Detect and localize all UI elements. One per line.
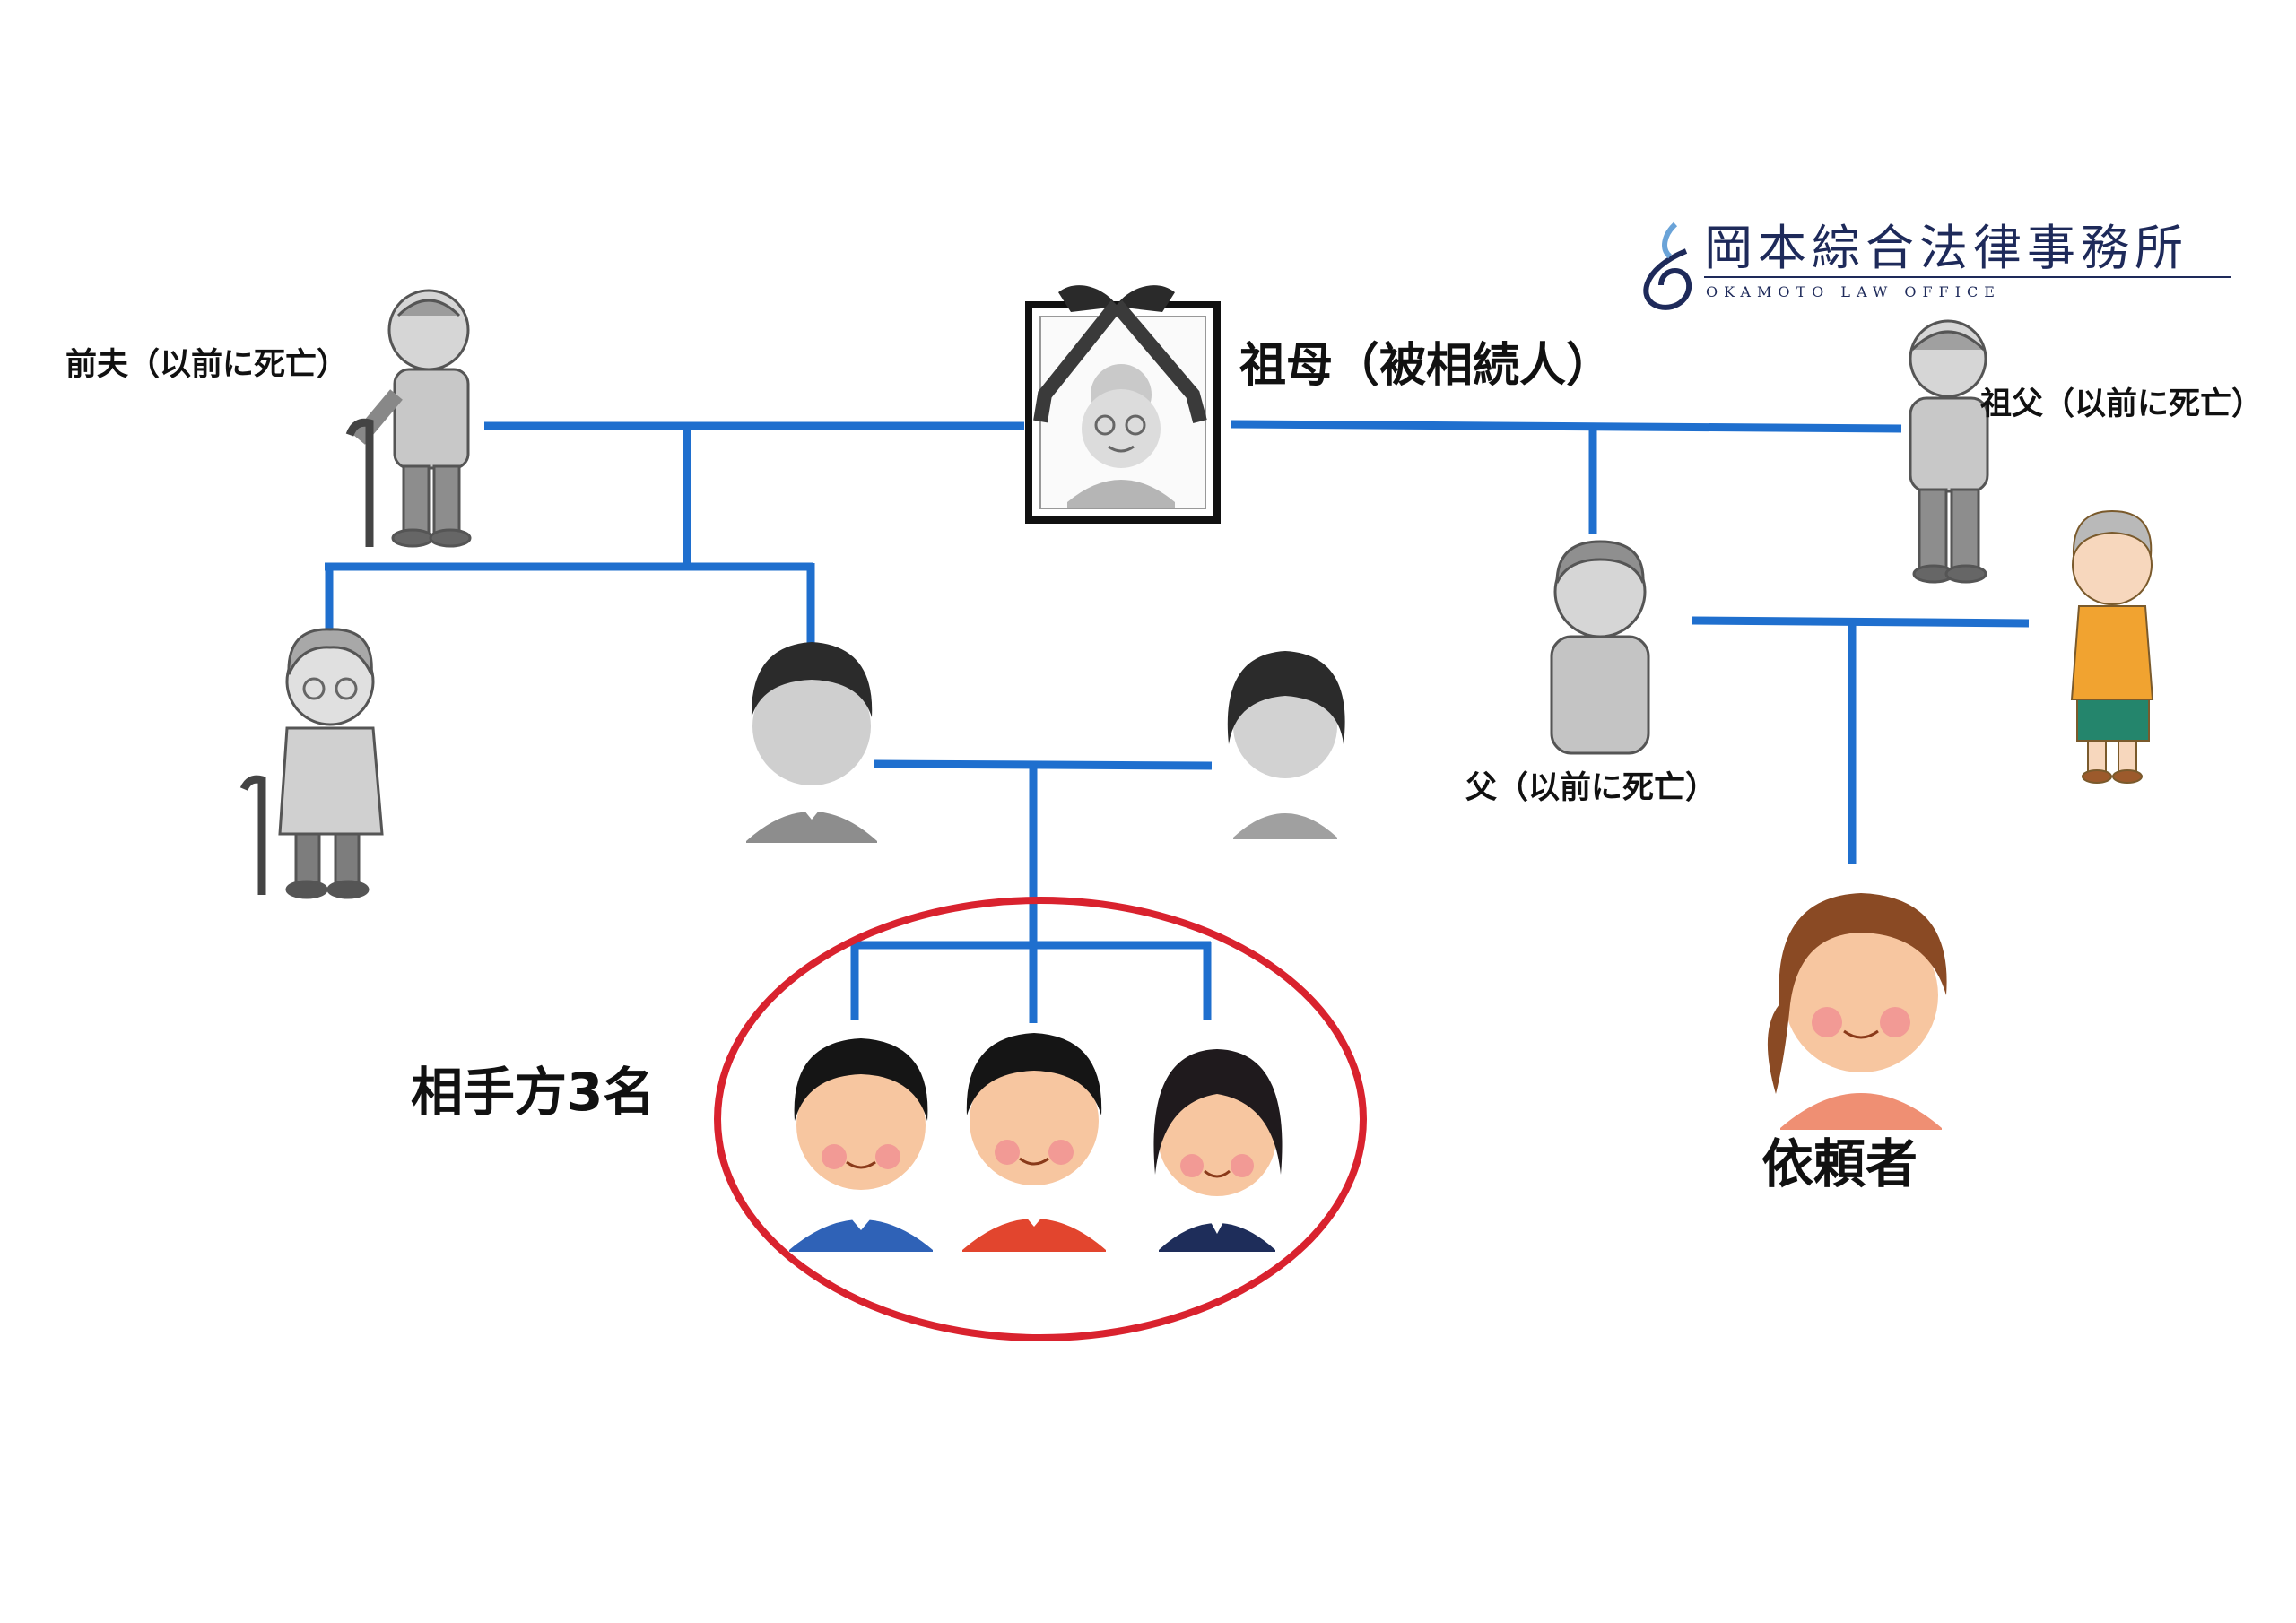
- connector-lines: [325, 420, 2030, 1023]
- logo-name-en: OKAMOTO LAW OFFICE: [1706, 283, 2001, 300]
- elderly-woman-cane-icon: [239, 628, 384, 899]
- logo-mark-icon: [1643, 221, 1692, 310]
- grandparents-marriage-line: [1231, 420, 1902, 433]
- son-icon: [746, 642, 877, 843]
- father-icon: [1550, 540, 1650, 755]
- former-husband-label: 前夫（以前に死亡）: [65, 347, 348, 383]
- parents-marriage-line: [1692, 616, 2030, 628]
- client-label: 依頼者: [1761, 1133, 1918, 1194]
- father-label: 父（以前に死亡）: [1465, 770, 1717, 806]
- son-wife-icon: [1227, 651, 1345, 839]
- opponent-girl-icon: [1153, 1049, 1283, 1252]
- opponent-boy-2-icon: [962, 1033, 1106, 1252]
- grandmother-label: 祖母（被相続人）: [1239, 339, 1613, 393]
- opponents-highlight-circle: [714, 897, 1367, 1341]
- son-marriage-line: [874, 759, 1213, 770]
- mother-icon: [2070, 509, 2154, 784]
- client-icon: [1767, 893, 1947, 1130]
- logo-name-jp: 岡本綜合法律事務所: [1704, 220, 2188, 276]
- grandmother-portrait-icon: [1025, 285, 1221, 524]
- opponent-boy-1-icon: [789, 1038, 933, 1252]
- grandfather-icon: [1909, 319, 1989, 584]
- grandfather-label: 祖父（以前に死亡）: [1980, 386, 2263, 422]
- opponents-label: 相手方3名: [411, 1062, 655, 1123]
- office-logo: 岡本綜合法律事務所 OKAMOTO LAW OFFICE: [1643, 220, 2231, 310]
- former-husband-icon: [345, 289, 472, 548]
